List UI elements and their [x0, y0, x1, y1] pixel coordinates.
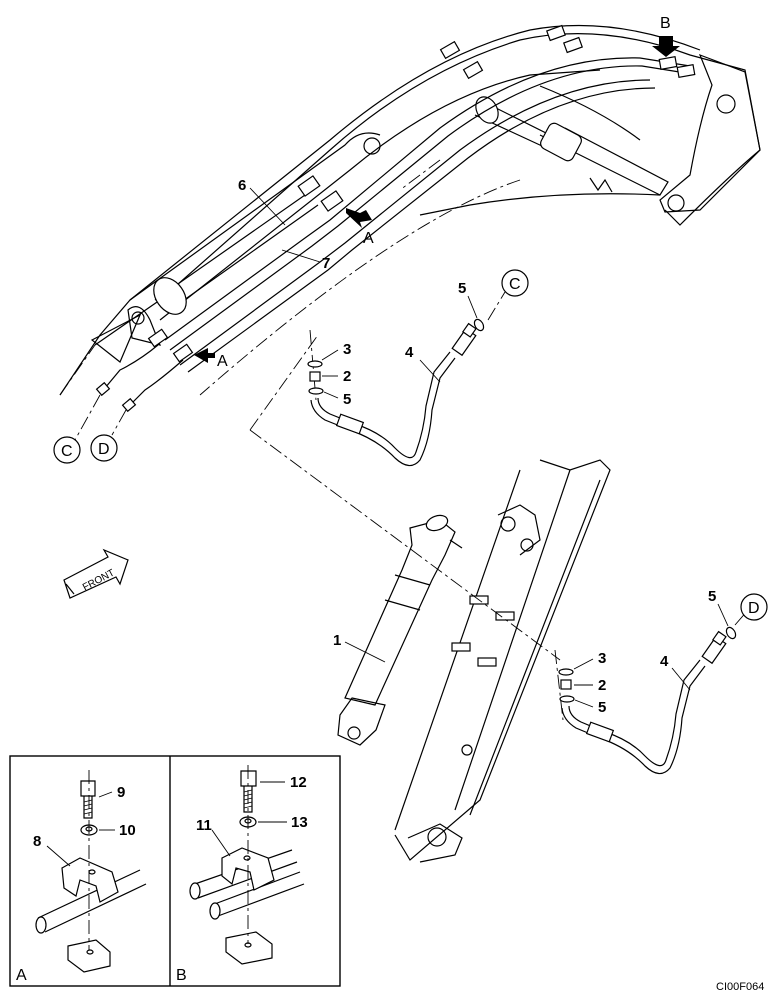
detail-b-label: B [176, 967, 187, 984]
detail-a [35, 770, 147, 973]
callout-4a: 4 [405, 344, 414, 361]
callout-3b: 3 [598, 650, 606, 667]
leader-7 [281, 249, 321, 263]
callout-2b: 2 [598, 677, 606, 694]
callout-11: 11 [196, 817, 212, 834]
callout-5d: 5 [708, 588, 716, 605]
leader-3a [321, 349, 339, 361]
leader-5d [717, 603, 729, 627]
upper-hose-set [307, 318, 485, 467]
view-arrow-a-lower: A [217, 353, 228, 370]
leader-4a [419, 359, 441, 383]
lower-hose-set [558, 626, 737, 775]
view-direction-arrow-icon [194, 36, 680, 363]
callout-10: 10 [119, 822, 136, 839]
callout-7: 7 [322, 255, 330, 272]
callout-8: 8 [33, 833, 41, 850]
callouts: 6 7 3 2 5 4 5 1 3 2 5 4 5 [238, 177, 716, 716]
dash-link-upper [249, 334, 319, 431]
view-markers: A A B [217, 15, 671, 370]
detail-a-label: A [16, 967, 27, 984]
leader-11 [211, 829, 231, 857]
connector-c-bottom: C [61, 443, 73, 460]
detail-b [189, 765, 305, 965]
callout-4b: 4 [660, 653, 669, 670]
callout-12: 12 [290, 774, 307, 791]
dash-link [249, 429, 561, 661]
leader-8 [46, 845, 71, 867]
arm-assembly [337, 459, 611, 863]
leader-5b [467, 295, 478, 319]
connector-c-top: C [509, 276, 521, 293]
leader-5c [574, 699, 594, 708]
callout-5a: 5 [343, 391, 351, 408]
dash-d-link [734, 609, 749, 626]
callout-5b: 5 [458, 280, 466, 297]
leader-6 [249, 187, 286, 226]
front-arrow-icon: FRONT [63, 548, 129, 599]
figure-code: CI00F064 [716, 981, 764, 993]
leader-4b [671, 667, 691, 691]
callout-3a: 3 [343, 341, 351, 358]
callout-6: 6 [238, 177, 246, 194]
connectors: C C D D [53, 269, 768, 621]
callout-9: 9 [117, 784, 125, 801]
callout-13: 13 [291, 814, 308, 831]
detail-panel: 9 10 8 A 12 13 [9, 755, 341, 987]
view-arrow-a-upper: A [363, 230, 374, 247]
connector-d-bottom: D [98, 441, 110, 458]
view-arrow-b: B [660, 15, 671, 32]
dash-c-link [487, 291, 506, 321]
leader-5a [323, 391, 339, 399]
callout-2a: 2 [343, 368, 351, 385]
leader-9 [98, 791, 113, 798]
leader-3b [573, 658, 594, 670]
leader-1 [344, 641, 386, 663]
connector-d-right: D [748, 600, 760, 617]
callout-1: 1 [333, 632, 341, 649]
callout-5c: 5 [598, 699, 606, 716]
boom-assembly [59, 24, 761, 441]
